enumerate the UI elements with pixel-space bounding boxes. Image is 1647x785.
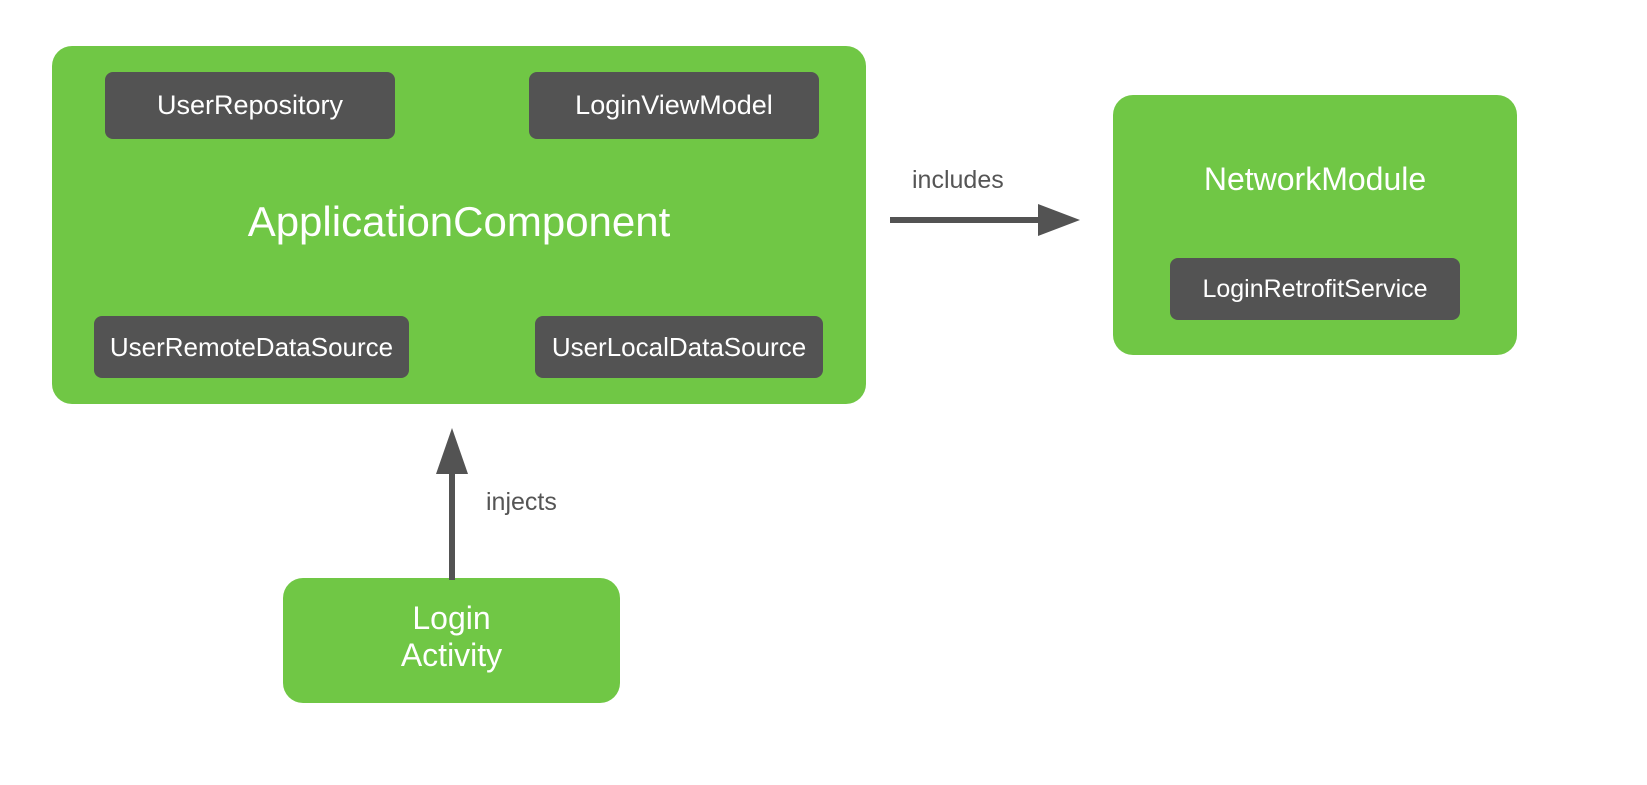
network-module-title: NetworkModule: [1203, 161, 1427, 197]
edge-label-injects: injects: [486, 488, 557, 516]
edge-label-includes: includes: [912, 166, 1004, 194]
chip-login-view-model[interactable]: LoginViewModel: [529, 72, 819, 139]
chip-user-remote-data-source[interactable]: UserRemoteDataSource: [94, 316, 409, 378]
edge-includes-arrow-icon: [890, 204, 1080, 236]
node-login-activity[interactable]: [283, 578, 620, 703]
application-component-title: ApplicationComponent: [247, 198, 671, 245]
login-activity-title: Login Activity: [400, 600, 503, 674]
chip-user-repository[interactable]: UserRepository: [105, 72, 395, 139]
chip-login-retrofit-service[interactable]: LoginRetrofitService: [1170, 258, 1460, 320]
edge-injects-arrow-icon: [436, 428, 468, 580]
chip-user-local-data-source[interactable]: UserLocalDataSource: [535, 316, 823, 378]
